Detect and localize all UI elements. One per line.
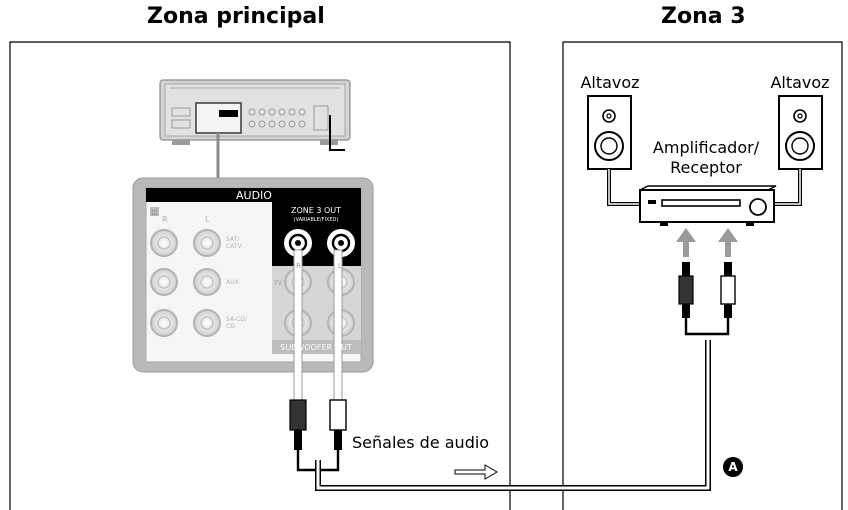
tv-label: TV (273, 280, 283, 287)
speaker-right-label: Altavoz (770, 73, 829, 92)
amplifier-icon (639, 185, 777, 226)
col-r-label: R (162, 215, 168, 224)
callout-a-label: A (728, 460, 738, 474)
rca-plug-zone3-right (720, 262, 736, 318)
signal-label: Señales de audio (352, 433, 489, 452)
speaker-right-wire (774, 169, 802, 206)
speaker-left-icon (587, 95, 632, 170)
sat-catv-label-2: CATV (226, 243, 242, 250)
col-l-label: L (205, 215, 210, 224)
zone-main-title: Zona principal (147, 4, 325, 29)
zone-3-frame (562, 41, 843, 510)
speaker-left-wire (607, 169, 642, 206)
col-l-label-2: L (338, 262, 342, 270)
speaker-left-label: Altavoz (580, 73, 639, 92)
rca-plug-left (289, 249, 307, 450)
rca-plug-right (329, 249, 347, 450)
rca-plug-zone3-left (678, 262, 694, 318)
zone3-out-jacks (284, 229, 355, 257)
input-arrows (676, 228, 738, 257)
amplifier-label-1: Amplificador/ (653, 138, 760, 157)
sat-catv-label: SAT/ (226, 236, 240, 243)
speaker-right-wire-inner (774, 169, 801, 205)
zone-main-frame (9, 41, 511, 510)
av-receiver-icon (159, 79, 351, 178)
amplifier-label-2: Receptor (670, 158, 742, 177)
panel-header: AUDIO (236, 189, 272, 202)
zone3-mode-label: (VARIABLE/FIXED) (294, 217, 339, 223)
subwoofer-out-label: SUBWOOFER OUT (280, 343, 352, 352)
signal-direction-arrow (454, 464, 498, 480)
col-r-label-2: R (296, 262, 301, 270)
callout-a-badge (723, 457, 743, 477)
zone3-out-label: ZONE 3 OUT (291, 206, 341, 215)
zone-3-title: Zona 3 (661, 4, 746, 29)
speaker-left-wire-inner (608, 169, 642, 205)
sacd-label: SA-CD/ (226, 316, 248, 323)
sacd-label-2: CD (226, 323, 235, 330)
speaker-right-icon (778, 95, 823, 170)
aux-label: AUX (226, 279, 239, 286)
ohm-marker: ⊡ (151, 208, 158, 217)
audio-cable (296, 305, 730, 491)
